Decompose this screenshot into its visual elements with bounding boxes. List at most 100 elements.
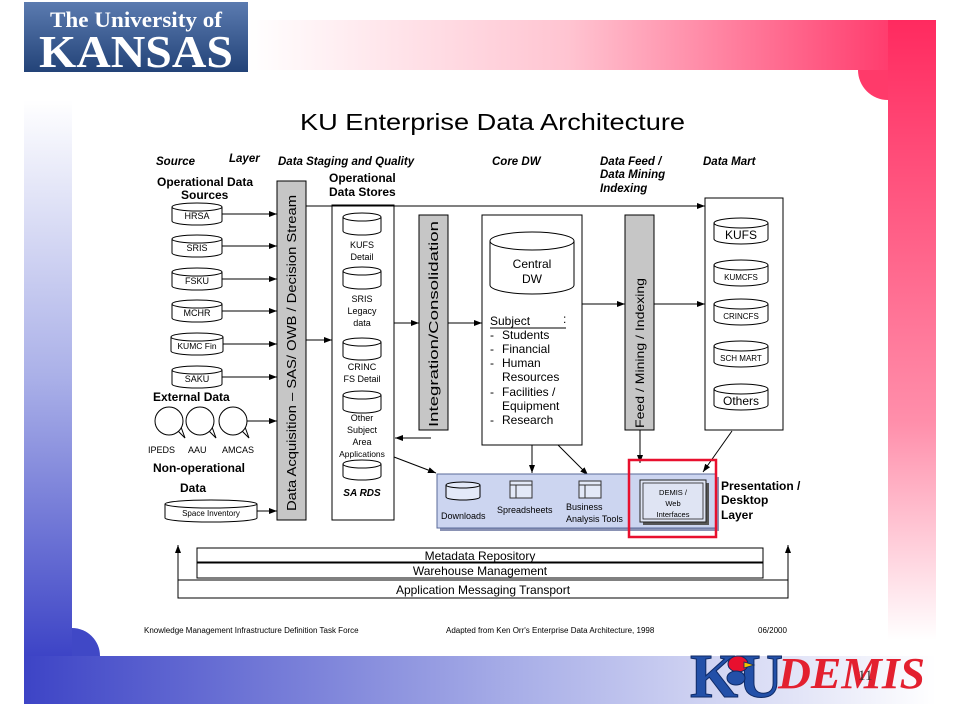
cylinder-body — [164, 504, 258, 523]
footer-center: Adapted from Ken Orr's Enterprise Data A… — [446, 626, 655, 635]
subject-bullet: - — [490, 356, 494, 370]
mart-label: CRINCFS — [723, 312, 759, 321]
cylinder-top — [171, 299, 223, 309]
cylinder-body — [342, 271, 382, 290]
arrow-core-to-tools — [557, 444, 589, 476]
space-inventory-label: Space Inventory — [182, 509, 240, 518]
ods-label: SRIS — [351, 294, 372, 304]
mart-label: KUFS — [725, 228, 757, 242]
header-layer: Layer — [229, 153, 260, 165]
cylinder-body — [342, 395, 382, 414]
ods-cylinder-other — [342, 390, 382, 414]
ods-label: CRINC — [348, 362, 377, 372]
application-messaging-label: Application Messaging Transport — [396, 583, 571, 597]
feed-mining-bar — [624, 214, 655, 431]
subject-item: Equipment — [502, 399, 560, 413]
mart-cylinder-crincfs — [713, 298, 769, 326]
non-operational-title-line2: Data — [180, 481, 206, 495]
cylinder-top — [342, 266, 382, 276]
header-source: Source — [156, 156, 196, 168]
ods-label: Other — [351, 413, 374, 423]
university-logo: The University of KANSAS — [24, 2, 248, 77]
spreadsheets-icon — [509, 480, 533, 499]
cylinder-top — [713, 259, 769, 271]
cylinder-body — [445, 485, 481, 501]
ku-logo-letters: KU — [690, 643, 783, 711]
cylinder-top — [713, 340, 769, 352]
jayhawk-icon — [726, 655, 756, 686]
cylinder-top — [171, 202, 223, 212]
header-feed-line1: Data Feed / — [600, 156, 663, 168]
logo-background — [24, 2, 248, 72]
demis-label: Interfaces — [657, 510, 690, 519]
subject-bullet: - — [490, 413, 494, 427]
header-staging: Data Staging and Quality — [278, 156, 415, 168]
presentation-label: Layer — [721, 508, 753, 522]
ods-label: FS Detail — [343, 374, 380, 384]
source-label: KUMC Fin — [177, 341, 216, 351]
downloads-label: Downloads — [441, 511, 486, 521]
header-data-mart: Data Mart — [703, 156, 757, 168]
cylinder-top — [713, 217, 769, 229]
logo-line2: KANSAS — [39, 26, 233, 77]
ods-cylinder-crinc — [342, 337, 382, 361]
cylinder-top — [713, 383, 769, 395]
demis-box — [639, 479, 707, 523]
source-cylinder-saku — [171, 365, 223, 389]
cylinder-top — [342, 459, 382, 469]
flow-arrows — [222, 203, 733, 514]
source-cylinder-mchr — [171, 299, 223, 323]
cylinder-body — [171, 370, 223, 389]
top-right-corner — [858, 70, 888, 100]
header-core-dw: Core DW — [492, 156, 542, 168]
cylinder-body — [342, 217, 382, 236]
ods-label-sa-rds: SA RDS — [343, 488, 381, 499]
slide-title: KU Enterprise Data Architecture — [300, 109, 685, 135]
cylinder-body — [171, 272, 223, 291]
source-cylinder-fsku — [171, 267, 223, 291]
header-feed-line2: Data Mining — [600, 169, 665, 181]
central-dw-cylinder — [489, 231, 575, 295]
subject-item: Financial — [502, 342, 550, 356]
arrow-mart-to-demis — [702, 430, 733, 473]
cylinder-top — [171, 365, 223, 375]
source-cylinder-hrsa — [171, 202, 223, 226]
cylinder-top — [445, 481, 481, 489]
subject-bullet: - — [490, 385, 494, 399]
subject-bullet: - — [490, 328, 494, 342]
space-inventory-store — [164, 499, 258, 523]
cylinder-body — [713, 389, 769, 411]
subject-item: Students — [502, 328, 549, 342]
cylinder-top — [713, 298, 769, 310]
source-label: FSKU — [185, 276, 209, 286]
mart-cylinder-sch-mart — [713, 340, 769, 368]
data-acquisition-label: Data Acquisition – SAS/ OWB / Decision S… — [285, 195, 299, 511]
footer-left: Knowledge Management Infrastructure Defi… — [144, 626, 359, 635]
source-label: MCHR — [184, 308, 211, 318]
subject-item: Research — [502, 413, 553, 427]
source-label: HRSA — [184, 211, 209, 221]
cylinder-top — [171, 267, 223, 277]
source-cylinder-kumc-fin — [170, 332, 224, 356]
footer-date: 06/2000 — [758, 626, 787, 635]
subject-bullet: - — [490, 342, 494, 356]
data-acquisition-bar — [276, 180, 307, 521]
source-label: SAKU — [185, 374, 210, 384]
feed-mining-label: Feed / Mining / Indexing — [633, 278, 647, 428]
downloads-icon — [445, 481, 481, 501]
ods-cylinder-sa-rds — [342, 459, 382, 481]
bottom-band — [24, 656, 936, 704]
demis-label: Web — [665, 499, 680, 508]
external-bubble-ipeds — [154, 406, 186, 439]
external-bubble-amcas — [218, 406, 250, 439]
subject-item: Facilities / — [502, 385, 556, 399]
cylinder-body — [170, 337, 224, 356]
external-label: IPEDS — [148, 445, 175, 455]
metadata-repository-box — [196, 547, 764, 563]
mart-cylinder-others — [713, 383, 769, 411]
cylinder-top — [170, 332, 224, 342]
bottom-left-corner — [72, 628, 100, 656]
external-title: External Data — [153, 390, 230, 404]
demis-highlight-frame — [627, 458, 718, 539]
warehouse-management-label: Warehouse Management — [413, 564, 548, 578]
